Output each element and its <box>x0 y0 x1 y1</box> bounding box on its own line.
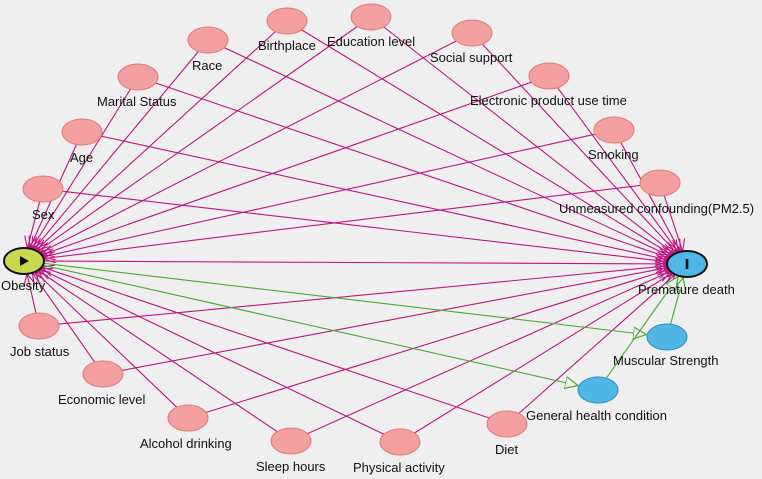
label-physical-activity: Physical activity <box>353 460 445 475</box>
edge-unmeasured-confounding-to-premature-death <box>663 195 682 251</box>
node-birthplace[interactable] <box>266 7 308 35</box>
edge-electronic-product-use-time-to-obesity <box>43 81 532 254</box>
edge-economic-level-to-obesity <box>33 274 96 363</box>
sleep-hours-ellipse <box>270 427 312 455</box>
node-sleep-hours[interactable] <box>270 427 312 455</box>
birthplace-ellipse <box>266 7 308 35</box>
edge-obesity-to-premature-death <box>43 261 666 264</box>
label-sleep-hours: Sleep hours <box>256 459 326 474</box>
edge-social-support-to-obesity <box>41 40 457 253</box>
label-job-status: Job status <box>10 344 70 359</box>
label-premature-death: Premature death <box>638 282 735 297</box>
label-obesity: Obesity <box>1 278 46 293</box>
node-alcohol-drinking[interactable] <box>167 404 209 432</box>
edge-education-level-to-obesity <box>38 26 358 251</box>
label-birthplace: Birthplace <box>258 38 316 53</box>
bar-icon <box>685 259 689 269</box>
edge-birthplace-to-premature-death <box>301 29 672 255</box>
edge-alcohol-drinking-to-premature-death <box>205 270 668 413</box>
node-job-status[interactable] <box>18 312 60 340</box>
label-marital-status: Marital Status <box>97 94 177 109</box>
node-muscular-strength[interactable] <box>646 323 688 351</box>
node-sex[interactable] <box>22 175 64 203</box>
label-alcohol-drinking: Alcohol drinking <box>140 436 232 451</box>
node-race[interactable] <box>187 26 229 54</box>
label-general-health-condition: General health condition <box>526 408 667 423</box>
play-icon <box>20 256 29 266</box>
edge-physical-activity-to-premature-death <box>414 274 672 434</box>
label-sex: Sex <box>32 207 55 222</box>
edge-birthplace-to-obesity <box>36 31 276 250</box>
edge-obesity-to-general-health-condition <box>42 264 578 385</box>
edge-job-status-to-obesity <box>27 275 37 314</box>
alcohol-drinking-ellipse <box>167 404 209 432</box>
edge-social-support-to-premature-death <box>481 43 676 252</box>
label-age: Age <box>70 150 93 165</box>
edge-smoking-to-obesity <box>44 133 596 256</box>
edge-diet-to-premature-death <box>518 275 675 414</box>
node-education-level[interactable] <box>350 3 392 31</box>
label-race: Race <box>192 58 222 73</box>
job-status-ellipse <box>18 312 60 340</box>
smoking-ellipse <box>593 116 635 144</box>
edge-muscular-strength-to-premature-death <box>669 278 684 325</box>
node-general-health-condition[interactable] <box>577 376 619 404</box>
diet-ellipse <box>486 410 528 438</box>
node-age[interactable] <box>61 118 103 146</box>
electronic-product-use-time-ellipse <box>528 62 570 90</box>
node-physical-activity[interactable] <box>379 428 421 456</box>
age-ellipse <box>61 118 103 146</box>
general-health-condition-ellipse <box>577 376 619 404</box>
label-smoking: Smoking <box>588 147 639 162</box>
edge-alcohol-drinking-to-obesity <box>36 273 178 408</box>
edge-sleep-hours-to-premature-death <box>307 272 670 435</box>
edges-layer <box>27 26 684 435</box>
edge-race-to-premature-death <box>223 47 670 256</box>
edge-general-health-condition-to-premature-death <box>605 277 678 379</box>
node-marital-status[interactable] <box>117 63 159 91</box>
edge-marital-status-to-obesity <box>32 88 131 248</box>
education-level-ellipse <box>350 3 392 31</box>
label-muscular-strength: Muscular Strength <box>613 353 719 368</box>
label-electronic-product-use-time: Electronic product use time <box>470 93 627 108</box>
edge-sleep-hours-to-obesity <box>39 271 278 433</box>
label-social-support: Social support <box>430 50 513 65</box>
economic-level-ellipse <box>82 360 124 388</box>
edge-economic-level-to-premature-death <box>122 268 667 371</box>
node-economic-level[interactable] <box>82 360 124 388</box>
edge-age-to-premature-death <box>100 135 667 260</box>
race-ellipse <box>187 26 229 54</box>
label-economic-level: Economic level <box>58 392 146 407</box>
edge-marital-status-to-premature-death <box>155 82 669 258</box>
edge-education-level-to-premature-death <box>383 26 674 253</box>
edge-diet-to-obesity <box>43 267 490 419</box>
social-support-ellipse <box>451 19 493 47</box>
label-diet: Diet <box>495 442 519 457</box>
node-diet[interactable] <box>486 410 528 438</box>
edge-sex-to-premature-death <box>62 190 667 261</box>
node-premature-death[interactable] <box>666 250 708 278</box>
edge-race-to-obesity <box>34 51 199 248</box>
edge-electronic-product-use-time-to-premature-death <box>557 87 678 252</box>
unmeasured-confounding-ellipse <box>639 169 681 197</box>
edge-physical-activity-to-obesity <box>41 269 385 435</box>
sex-ellipse <box>22 175 64 203</box>
muscular-strength-ellipse <box>646 323 688 351</box>
edge-smoking-to-premature-death <box>620 142 680 251</box>
label-education-level: Education level <box>327 34 415 49</box>
node-smoking[interactable] <box>593 116 635 144</box>
nodes-layer <box>3 3 708 456</box>
marital-status-ellipse <box>117 63 159 91</box>
edge-unmeasured-confounding-to-obesity <box>45 184 641 258</box>
label-unmeasured-confounding: Unmeasured confounding(PM2.5) <box>559 201 754 216</box>
node-obesity[interactable] <box>3 247 45 275</box>
physical-activity-ellipse <box>379 428 421 456</box>
edge-obesity-to-muscular-strength <box>43 262 647 334</box>
node-social-support[interactable] <box>451 19 493 47</box>
node-electronic-product-use-time[interactable] <box>528 62 570 90</box>
node-unmeasured-confounding[interactable] <box>639 169 681 197</box>
edge-job-status-to-premature-death <box>58 266 666 325</box>
